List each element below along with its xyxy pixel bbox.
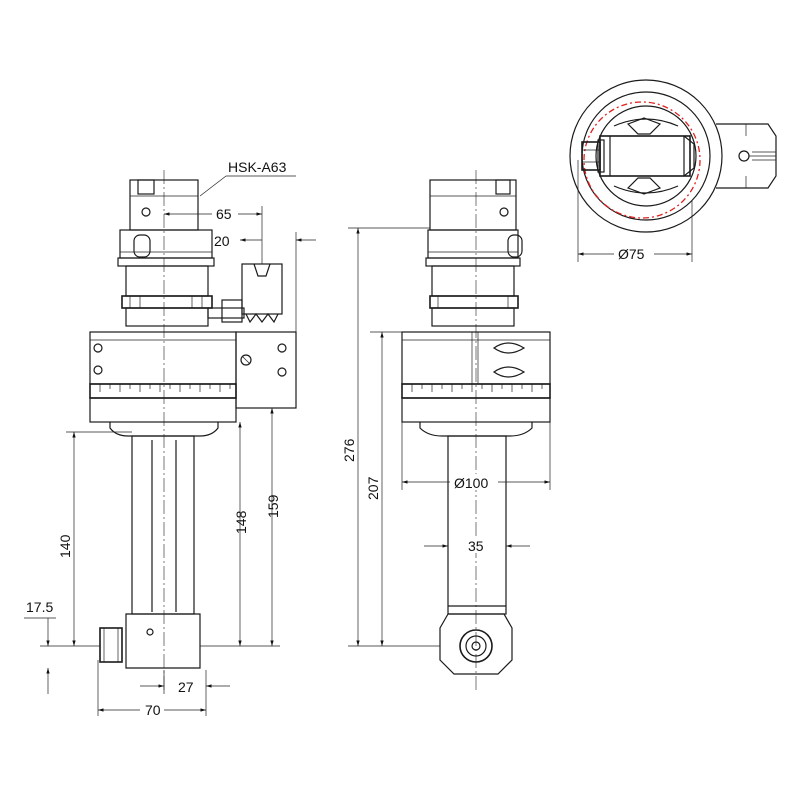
top-view: Ø75 xyxy=(569,79,777,262)
side-bracket xyxy=(207,263,297,409)
dim-100-text: Ø100 xyxy=(454,475,488,491)
front-view: 276 207 Ø100 35 xyxy=(341,170,551,690)
dim-159-text: 159 xyxy=(265,494,281,518)
dim-17-5-text: 17.5 xyxy=(26,599,53,615)
side-view: HSK-A63 65 20 148 159 xyxy=(24,159,316,718)
dim-65-text: 65 xyxy=(216,206,232,222)
dim-20-text: 20 xyxy=(214,233,230,249)
dim-276: 276 xyxy=(341,227,440,647)
dim-27-text: 27 xyxy=(178,679,194,695)
label-holder: HSK-A63 xyxy=(228,159,287,175)
dim-140: 140 xyxy=(57,431,132,646)
dim-148: 148 xyxy=(233,422,249,646)
dim-20: 20 xyxy=(214,232,316,332)
dim-35-text: 35 xyxy=(468,538,484,554)
dim-70: 70 xyxy=(97,660,207,718)
dim-148-text: 148 xyxy=(233,510,249,534)
hsk-taper xyxy=(117,179,215,327)
dim-65: 65 xyxy=(164,205,263,264)
dim-70-text: 70 xyxy=(145,702,161,718)
dim-75-text: Ø75 xyxy=(618,246,645,262)
dim-276-text: 276 xyxy=(341,438,357,462)
dim-140-text: 140 xyxy=(57,534,73,558)
tool-shank xyxy=(99,435,201,669)
dim-207: 207 xyxy=(365,331,402,646)
dim-159: 159 xyxy=(265,408,281,646)
dim-100: Ø100 xyxy=(401,398,551,491)
scale-ticks xyxy=(99,384,231,392)
main-housing xyxy=(89,331,237,437)
scale-ticks-front xyxy=(411,384,543,392)
dim-27: 27 xyxy=(140,670,230,695)
dim-207-text: 207 xyxy=(365,476,381,500)
dim-35: 35 xyxy=(424,537,530,554)
red-tool-circle xyxy=(583,101,701,219)
dim-17-5: 17.5 xyxy=(24,599,100,694)
